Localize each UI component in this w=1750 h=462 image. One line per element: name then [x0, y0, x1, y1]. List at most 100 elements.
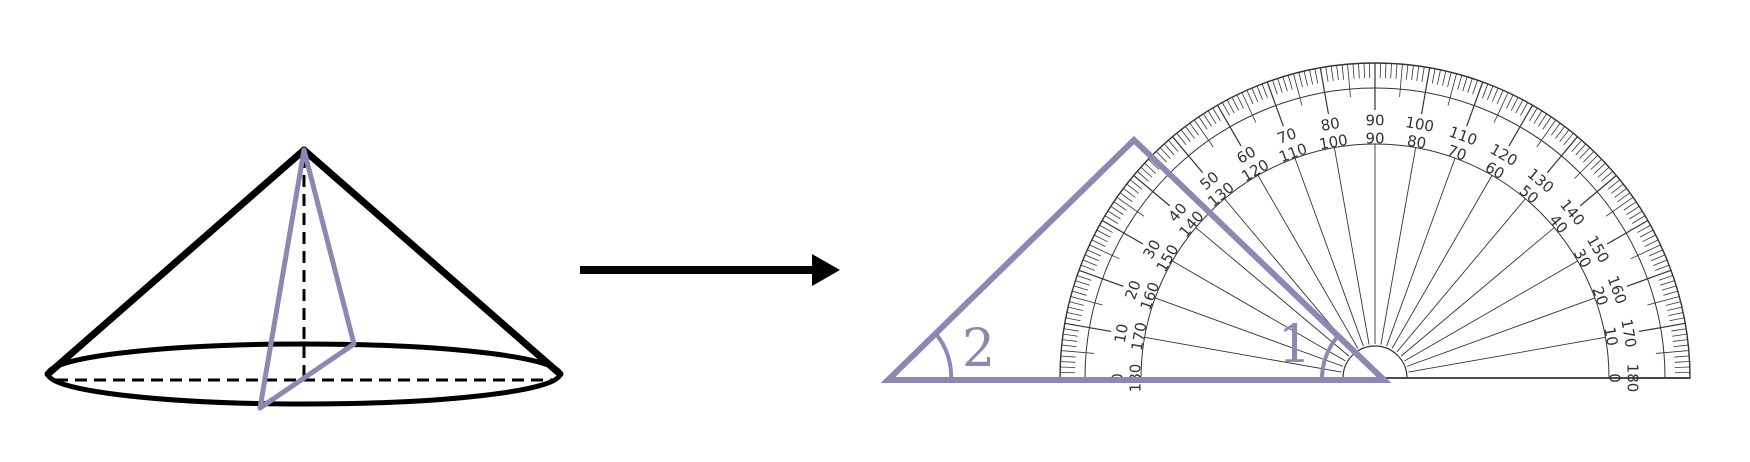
protractor-scale-label: 20 [1121, 278, 1144, 302]
protractor-tick [1529, 107, 1538, 122]
protractor-scale-label: 180 [1624, 364, 1642, 393]
protractor-radial-line [1386, 157, 1456, 347]
protractor-tick [1084, 254, 1100, 262]
protractor-tick [1671, 328, 1687, 332]
protractor-tick [1282, 76, 1288, 92]
protractor-tick [1574, 154, 1599, 179]
protractor-tick [1594, 162, 1606, 174]
protractor-tick [1096, 229, 1111, 238]
protractor-tick [1674, 366, 1690, 368]
triangle-outline [880, 135, 1392, 383]
protractor-tick [1140, 166, 1153, 178]
protractor-tick [1251, 87, 1259, 103]
protractor-tick [1236, 94, 1244, 109]
protractor-tick [1629, 210, 1643, 220]
protractor-tick [1172, 136, 1204, 174]
protractor-tick [1606, 219, 1649, 245]
protractor-scale-label: 90 [1365, 112, 1384, 130]
protractor-tick [1611, 183, 1624, 194]
protractor-tick [1436, 69, 1441, 85]
protractor-tick [1638, 322, 1686, 333]
protractor-tick [1421, 66, 1425, 82]
protractor-tick [1116, 196, 1145, 217]
protractor-tick [1069, 301, 1085, 306]
protractor-tick [1060, 366, 1076, 368]
protractor-tick [1358, 63, 1360, 79]
protractor-tick [1571, 140, 1582, 152]
protractor-tick [1077, 275, 1092, 281]
protractor-radial-line [1144, 336, 1342, 373]
protractor-tick [1221, 102, 1230, 116]
protractor-radial-line [1195, 227, 1350, 357]
protractor-tick [1395, 63, 1398, 79]
protractor-tick [1189, 122, 1199, 136]
protractor-tick [1467, 78, 1473, 93]
protractor-scale-label: 20 [1588, 284, 1611, 308]
protractor-tick [1063, 333, 1078, 337]
protractor-scale-label: 80 [1319, 114, 1341, 135]
protractor-radial-line [1154, 297, 1344, 367]
angle-label-2: 2 [962, 319, 995, 379]
protractor-tick [1385, 63, 1387, 79]
protractor-tick [1075, 280, 1090, 286]
protractor-radial-line [1400, 227, 1555, 357]
protractor-tick [1665, 301, 1681, 306]
protractor-tick [1551, 122, 1561, 136]
protractor-tick [1062, 339, 1078, 342]
protractor-tick [1123, 188, 1136, 198]
protractor-tick [1563, 132, 1574, 146]
protractor-tick [1256, 85, 1263, 100]
protractor-tick [1650, 254, 1666, 262]
protractor-tick [1126, 183, 1139, 194]
protractor-tick [1630, 244, 1661, 260]
protractor-tick [1061, 344, 1077, 348]
protractor-tick [1080, 264, 1096, 271]
protractor-tick [1207, 110, 1217, 124]
protractor-tick [1298, 72, 1303, 88]
protractor-tick [1193, 119, 1214, 148]
protractor-radial-line [1396, 198, 1526, 353]
protractor-tick [1144, 162, 1156, 174]
protractor-tick [1631, 215, 1646, 224]
protractor-tick [1583, 151, 1595, 163]
protractor-tick [1658, 275, 1673, 281]
protractor-tick [1639, 229, 1654, 238]
protractor-radial-line [1172, 260, 1346, 362]
protractor-tick [1491, 87, 1499, 103]
protractor-tick [1420, 67, 1431, 115]
protractor-radial-line [1391, 175, 1493, 349]
protractor-tick [1094, 234, 1108, 243]
arrow-head [812, 254, 840, 286]
protractor-tick [1272, 80, 1278, 95]
protractor-radial-line [1408, 336, 1606, 373]
protractor-tick [1137, 171, 1149, 182]
protractor-tick [1060, 361, 1076, 363]
protractor-tick [1533, 110, 1543, 124]
protractor-tick [1064, 322, 1112, 333]
protractor-tick [1614, 188, 1627, 198]
transform-arrow [580, 254, 840, 286]
protractor-tick [1067, 306, 1083, 311]
protractor-tick [1668, 312, 1684, 317]
protractor-tick [1231, 97, 1240, 111]
protractor-tick [1277, 78, 1283, 93]
protractor-tick [1101, 219, 1144, 245]
protractor-tick [1447, 72, 1452, 88]
protractor-scale-label: 100 [1404, 113, 1435, 136]
cone-base-ellipse [45, 341, 563, 407]
protractor-tick [1462, 76, 1468, 92]
protractor-tick [1341, 64, 1345, 80]
protractor-tick [1216, 104, 1242, 147]
protractor-radial-line [1257, 175, 1359, 349]
protractor-tick [1082, 259, 1097, 266]
protractor-tick [1673, 344, 1689, 348]
angle-label-1: 1 [1278, 315, 1311, 375]
protractor-tick [1303, 70, 1308, 86]
protractor-tick [1590, 158, 1602, 170]
protractor-tick [1431, 68, 1436, 84]
protractor-tick [1203, 113, 1212, 127]
protractor-tick [1644, 239, 1659, 247]
protractor-tick [1508, 104, 1534, 147]
protractor-tick [1623, 201, 1637, 211]
protractor-tick [1648, 249, 1663, 257]
